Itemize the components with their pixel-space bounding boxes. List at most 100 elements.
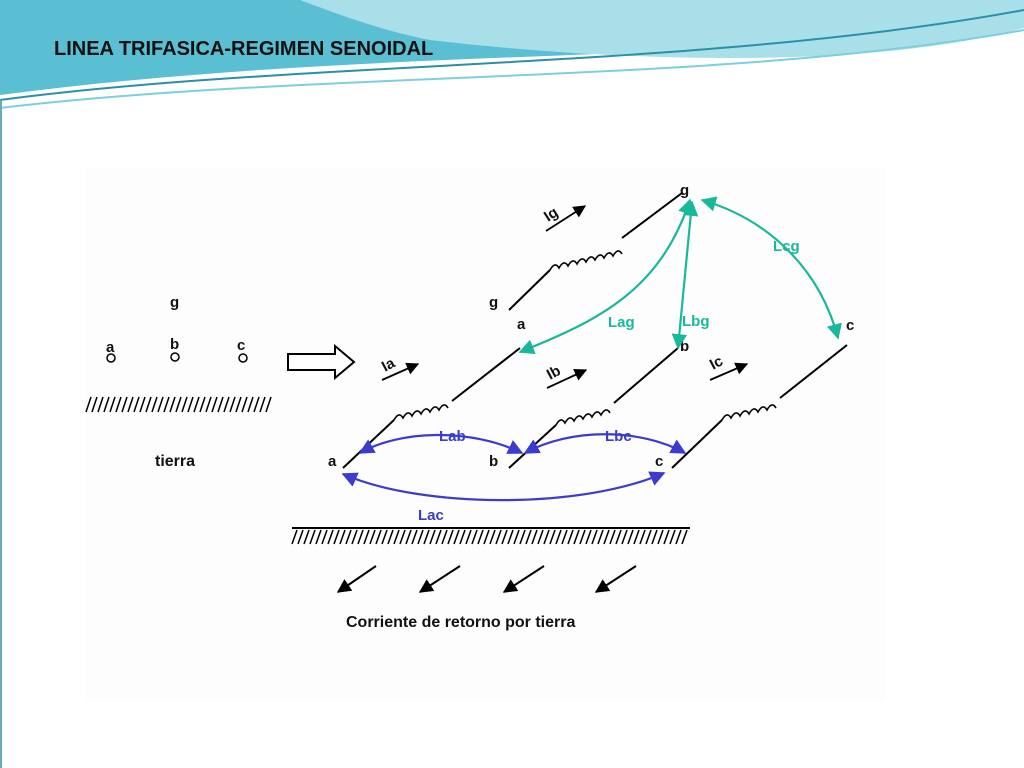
return-arrow-4 bbox=[594, 565, 637, 593]
hatch-tick bbox=[103, 396, 110, 413]
hatch-tick bbox=[669, 529, 676, 545]
hatch-tick bbox=[199, 396, 206, 413]
hatch-tick bbox=[115, 396, 122, 413]
hatch-tick bbox=[579, 529, 586, 545]
hatch-tick bbox=[657, 529, 664, 545]
coil-a bbox=[393, 404, 449, 421]
hatch-tick bbox=[483, 529, 490, 545]
hatch-tick bbox=[97, 396, 104, 413]
hatch-tick bbox=[453, 529, 460, 545]
hatch-tick bbox=[193, 396, 200, 413]
wire-a-far bbox=[451, 347, 521, 402]
hatch-tick bbox=[489, 529, 496, 545]
hatch-tick bbox=[639, 529, 646, 545]
return-arrow-3 bbox=[502, 565, 545, 593]
node-label-c-far: c bbox=[846, 317, 854, 334]
node-label-c-near: c bbox=[655, 453, 663, 470]
hatch-tick bbox=[447, 529, 454, 545]
coil-c bbox=[721, 404, 777, 421]
hatch-tick bbox=[561, 529, 568, 545]
hatch-tick bbox=[435, 529, 442, 545]
hatch-tick bbox=[265, 396, 272, 413]
transition-arrow bbox=[287, 343, 356, 381]
hatch-tick bbox=[513, 529, 520, 545]
hatch-tick bbox=[681, 529, 688, 545]
conductor-a-circle bbox=[106, 353, 116, 363]
hatch-tick bbox=[133, 396, 140, 413]
hatch-tick bbox=[387, 529, 394, 545]
hatch-tick bbox=[429, 529, 436, 545]
hatch-tick bbox=[411, 529, 418, 545]
hatch-tick bbox=[543, 529, 550, 545]
conductor-c-circle bbox=[238, 353, 248, 363]
header-stripe-2 bbox=[0, 29, 1024, 109]
hatch-tick bbox=[247, 396, 254, 413]
hatch-tick bbox=[333, 529, 340, 545]
hatch-tick bbox=[339, 529, 346, 545]
hatch-tick bbox=[127, 396, 134, 413]
hatch-tick bbox=[441, 529, 448, 545]
arc-lag bbox=[518, 198, 693, 355]
cross-section-label-b: b bbox=[170, 336, 179, 353]
hatch-tick bbox=[291, 529, 298, 545]
hatch-tick bbox=[205, 396, 212, 413]
hatch-tick bbox=[549, 529, 556, 545]
ground-label: tierra bbox=[155, 453, 195, 470]
hatch-tick bbox=[459, 529, 466, 545]
hatch-tick bbox=[603, 529, 610, 545]
node-label-g-top: g bbox=[680, 182, 689, 199]
arc-lbg bbox=[671, 200, 699, 350]
hatch-tick bbox=[363, 529, 370, 545]
hatch-tick bbox=[555, 529, 562, 545]
hatch-tick bbox=[369, 529, 376, 545]
hatch-tick bbox=[109, 396, 116, 413]
hatch-tick bbox=[609, 529, 616, 545]
wire-b-far bbox=[613, 347, 679, 404]
cross-section-label-c: c bbox=[237, 337, 245, 354]
node-label-a-far: a bbox=[517, 316, 526, 333]
node-label-a-near: a bbox=[328, 453, 337, 470]
hatch-tick bbox=[235, 396, 242, 413]
hatch-tick bbox=[345, 529, 352, 545]
hatch-tick bbox=[633, 529, 640, 545]
hatch-tick bbox=[405, 529, 412, 545]
hatch-tick bbox=[375, 529, 382, 545]
hatch-tick bbox=[381, 529, 388, 545]
hatch-tick bbox=[187, 396, 194, 413]
hatch-tick bbox=[567, 529, 574, 545]
return-arrow-1 bbox=[336, 565, 377, 593]
hatch-tick bbox=[663, 529, 670, 545]
hatch-tick bbox=[181, 396, 188, 413]
hatch-tick bbox=[351, 529, 358, 545]
hatch-tick bbox=[217, 396, 224, 413]
header-white-wave bbox=[0, 45, 1024, 122]
ground-hatch-right bbox=[291, 529, 688, 545]
hatch-tick bbox=[591, 529, 598, 545]
header-stripe bbox=[0, 9, 1024, 101]
wire-c-near bbox=[671, 419, 723, 469]
wire-b-near bbox=[508, 424, 557, 469]
hatch-tick bbox=[615, 529, 622, 545]
hatch-tick bbox=[597, 529, 604, 545]
current-label-ib: Ib bbox=[544, 362, 564, 383]
label-lcg: Lcg bbox=[773, 238, 800, 255]
hatch-tick bbox=[259, 396, 266, 413]
hatch-tick bbox=[525, 529, 532, 545]
cross-section-label-g: g bbox=[170, 294, 179, 311]
coil-b bbox=[555, 409, 611, 426]
hatch-tick bbox=[501, 529, 508, 545]
hatch-tick bbox=[645, 529, 652, 545]
current-label-ic: Ic bbox=[707, 353, 726, 374]
arc-lab bbox=[358, 433, 524, 454]
hatch-tick bbox=[471, 529, 478, 545]
wire-g-far bbox=[621, 192, 683, 239]
hatch-tick bbox=[675, 529, 682, 545]
node-label-g-left: g bbox=[489, 294, 498, 311]
hatch-tick bbox=[169, 396, 176, 413]
hatch-tick bbox=[303, 529, 310, 545]
hatch-tick bbox=[309, 529, 316, 545]
current-arrow-ic bbox=[709, 362, 749, 381]
